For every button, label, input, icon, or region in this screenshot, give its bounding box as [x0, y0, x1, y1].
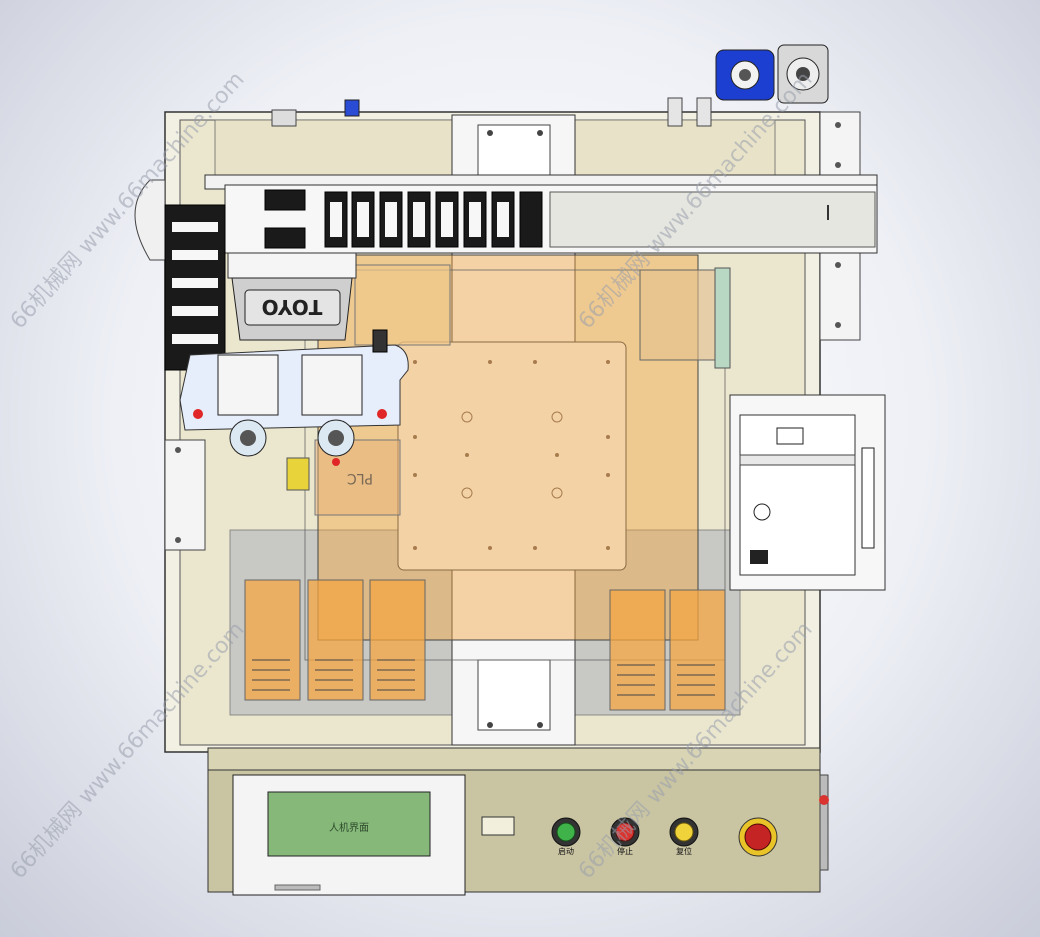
toyo-label: TOYO [262, 295, 323, 319]
hmi-label: 人机界面 [329, 821, 369, 834]
dispense-controller [729, 394, 886, 591]
x-axis-gantry [204, 174, 878, 254]
stop-label: 停止 [617, 846, 633, 856]
terminal-board [354, 264, 451, 346]
relay-modules [244, 579, 726, 711]
start-button[interactable]: 启动 [551, 817, 581, 856]
connectors-top [271, 97, 712, 127]
left-drag-chain [134, 179, 226, 371]
z-axis-motor: TOYO [227, 252, 357, 341]
reset-label: 复位 [676, 846, 692, 856]
reset-button[interactable]: 复位 [669, 817, 699, 856]
work-plate [397, 341, 627, 571]
emergency-stop-button[interactable] [738, 817, 778, 857]
stop-button[interactable]: 停止 [610, 817, 640, 856]
valve-bank [639, 267, 731, 369]
dispensing-heads [179, 329, 409, 466]
plc-label: PLC [347, 470, 373, 486]
panel-nameplate [481, 816, 515, 836]
hmi-touchscreen[interactable]: 人机界面 [232, 774, 466, 896]
start-label: 启动 [558, 846, 574, 856]
top-motors [715, 44, 829, 104]
